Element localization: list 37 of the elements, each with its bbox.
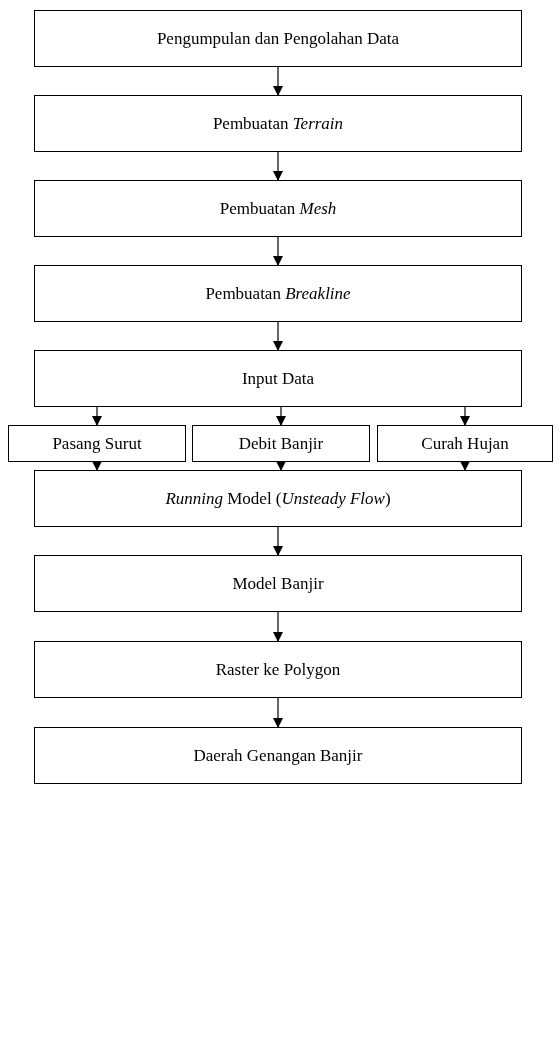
box-label: Pengumpulan dan Pengolahan Data: [156, 28, 400, 49]
process-box: [34, 641, 522, 698]
process-box: [34, 727, 522, 784]
process-box: [34, 470, 522, 527]
process-box: [34, 555, 522, 612]
arrow: [276, 461, 286, 471]
arrow: [460, 406, 470, 426]
arrow: [273, 697, 283, 728]
process-box: [377, 425, 553, 462]
arrow: [92, 406, 102, 426]
process-box: [192, 425, 370, 462]
process-box: [8, 425, 186, 462]
box-label: Running Model (Unsteady Flow): [165, 488, 391, 509]
box-label: Input Data: [241, 368, 315, 389]
box-label: Pasang Surut: [52, 433, 142, 454]
box-label: Pembuatan Breakline: [205, 283, 351, 304]
process-box: [34, 350, 522, 407]
arrow: [273, 526, 283, 556]
arrow: [273, 611, 283, 642]
arrow: [276, 406, 286, 426]
arrow: [273, 66, 283, 96]
box-label: Daerah Genangan Banjir: [193, 745, 363, 766]
process-box: [34, 180, 522, 237]
arrow: [460, 461, 470, 471]
box-label: Raster ke Polygon: [215, 659, 341, 680]
box-label: Pembuatan Terrain: [212, 113, 344, 134]
arrow: [92, 461, 102, 471]
arrow: [273, 321, 283, 351]
arrow: [273, 151, 283, 181]
box-label: Debit Banjir: [238, 433, 324, 454]
arrow: [273, 236, 283, 266]
box-label: Curah Hujan: [421, 433, 509, 454]
process-box: [34, 10, 522, 67]
box-label: Model Banjir: [232, 573, 324, 594]
box-label: Pembuatan Mesh: [219, 198, 337, 219]
process-box: [34, 265, 522, 322]
process-box: [34, 95, 522, 152]
